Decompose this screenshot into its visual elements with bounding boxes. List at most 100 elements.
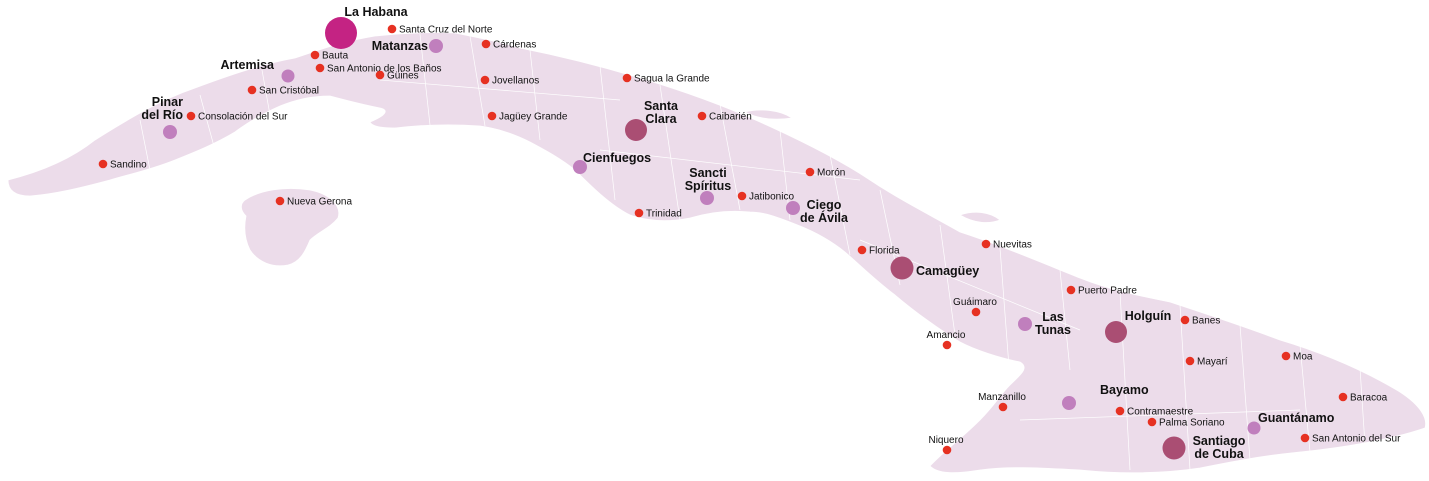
town-label: Mayarí xyxy=(1197,357,1228,368)
town-marker-dot xyxy=(805,167,815,177)
town-label: Guáimaro xyxy=(953,297,997,308)
town-moron: Morón xyxy=(805,167,845,179)
town-label: Trinidad xyxy=(646,209,682,220)
town-santa-cruz-del-norte: Santa Cruz del Norte xyxy=(387,24,493,36)
town-banes: Banes xyxy=(1180,316,1220,327)
city-label-line-1: Las xyxy=(1042,310,1064,324)
town-label: Nuevitas xyxy=(993,240,1032,251)
town-label: Niquero xyxy=(928,435,963,446)
town-label: Santa Cruz del Norte xyxy=(399,25,493,36)
town-marker-dot xyxy=(998,402,1008,412)
town-label: Bauta xyxy=(322,51,349,62)
town-jatibonico: Jatibonico xyxy=(737,191,794,203)
town-label: Moa xyxy=(1293,352,1313,363)
city-marker-dot xyxy=(1162,436,1186,460)
town-marker-dot xyxy=(1281,351,1291,361)
town-label: Cárdenas xyxy=(493,40,536,51)
town-label: Banes xyxy=(1192,316,1220,327)
city-label-line-1: Ciego xyxy=(807,198,842,212)
town-label: Baracoa xyxy=(1350,393,1388,404)
city-marker-dot xyxy=(625,119,647,141)
town-marker-dot xyxy=(480,75,490,85)
town-label: Güines xyxy=(387,71,419,82)
town-moa: Moa xyxy=(1281,351,1313,363)
town-cardenas: Cárdenas xyxy=(481,39,536,51)
town-label: Morón xyxy=(817,168,845,179)
town-sagua-la-grande: Sagua la Grande xyxy=(622,73,710,85)
city-artemisa: Artemisa xyxy=(221,58,295,83)
town-marker-dot xyxy=(697,111,707,121)
town-manzanillo: Manzanillo xyxy=(978,392,1026,412)
town-label: Palma Soriano xyxy=(1159,418,1225,429)
town-marker-dot xyxy=(971,307,981,317)
town-nueva-gerona: Nueva Gerona xyxy=(275,196,352,208)
town-trinidad: Trinidad xyxy=(634,209,682,220)
city-marker-dot xyxy=(573,160,587,174)
city-label-line-1: Guantánamo xyxy=(1258,411,1335,425)
town-label: Jatibonico xyxy=(749,192,794,203)
city-holguin: Holguín xyxy=(1105,309,1171,343)
town-marker-dot xyxy=(275,196,285,206)
city-matanzas: Matanzas xyxy=(372,39,443,53)
city-label-line-1: Artemisa xyxy=(221,58,276,72)
city-label-line-1: Camagüey xyxy=(916,264,979,278)
town-marker-dot xyxy=(1147,417,1157,427)
town-florida: Florida xyxy=(857,246,900,257)
city-label-line-2: Clara xyxy=(645,112,677,126)
city-marker-dot xyxy=(429,39,443,53)
city-label-line-1: Cienfuegos xyxy=(583,151,651,165)
town-marker-dot xyxy=(387,24,397,34)
city-marker-dot xyxy=(1062,396,1076,410)
city-marker-dot xyxy=(325,17,357,49)
town-guaimaro: Guáimaro xyxy=(953,297,997,317)
town-marker-dot xyxy=(942,340,952,350)
town-label: Sagua la Grande xyxy=(634,74,710,85)
cay-north-villa-clara xyxy=(743,109,794,120)
town-marker-dot xyxy=(315,63,325,73)
municipal-boundaries xyxy=(139,33,1366,471)
town-label: Amancio xyxy=(927,330,966,341)
town-consolacion-del-sur: Consolación del Sur xyxy=(186,111,288,123)
town-palma-soriano: Palma Soriano xyxy=(1147,417,1225,429)
town-jaguey-grande: Jagüey Grande xyxy=(487,112,568,123)
city-label-line-2: Tunas xyxy=(1035,323,1071,337)
town-label: Consolación del Sur xyxy=(198,112,288,123)
city-marker-dot xyxy=(1105,321,1127,343)
town-marker-dot xyxy=(622,73,632,83)
cuba-main-island xyxy=(7,32,1427,474)
city-label-line-1: La Habana xyxy=(344,5,408,19)
city-marker-dot xyxy=(281,69,295,83)
city-marker-dot xyxy=(1247,421,1261,435)
town-marker-dot xyxy=(1185,356,1195,366)
town-label: Florida xyxy=(869,246,900,257)
town-caibarien: Caibarién xyxy=(697,111,752,123)
city-label-line-2: Spíritus xyxy=(685,179,732,193)
cay-north-camaguey xyxy=(959,211,1001,223)
town-label: San Antonio de los Baños xyxy=(327,64,442,75)
town-bauta: Bauta xyxy=(310,51,349,62)
town-marker-dot xyxy=(247,85,257,95)
city-camaguey: Camagüey xyxy=(890,256,979,280)
city-marker-dot xyxy=(786,201,800,215)
town-marker-dot xyxy=(1300,433,1310,443)
town-jovellanos: Jovellanos xyxy=(480,75,539,87)
city-label-line-2: de Cuba xyxy=(1194,447,1244,461)
town-contramaestre: Contramaestre xyxy=(1115,407,1194,418)
city-guantanamo: Guantánamo xyxy=(1247,411,1335,435)
town-marker-dot xyxy=(186,111,196,121)
town-label: San Cristóbal xyxy=(259,86,319,97)
town-marker-dot xyxy=(737,191,747,201)
city-marker-dot xyxy=(163,125,177,139)
town-marker-dot xyxy=(98,159,108,169)
town-marker-dot xyxy=(481,39,491,49)
town-san-cristobal: San Cristóbal xyxy=(247,85,319,97)
city-cienfuegos: Cienfuegos xyxy=(573,151,651,174)
town-marker-dot xyxy=(1338,392,1348,402)
